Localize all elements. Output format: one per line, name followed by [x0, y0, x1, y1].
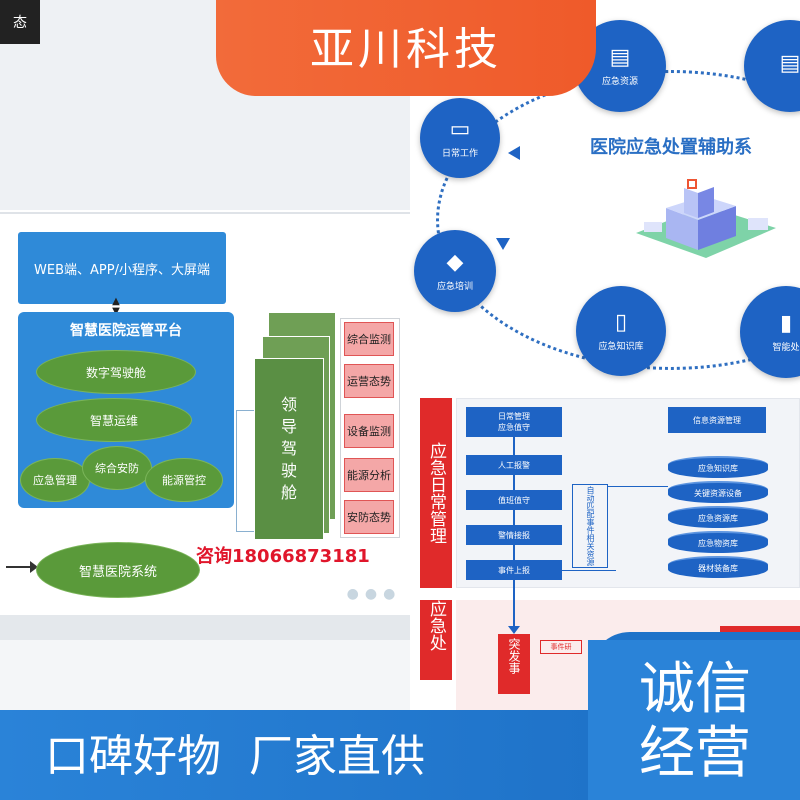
flow-step-manual-alarm: 人工报警: [466, 455, 562, 475]
circle-label-smart: 智能处: [772, 342, 800, 353]
graduation-cap-icon: ◆: [446, 249, 464, 275]
info-resource-header: 信息资源管理: [668, 407, 766, 433]
client-platform-bar: WEB端、APP/小程序、大屏端: [18, 232, 226, 304]
flow-header-line-1: 日常管理: [498, 412, 530, 421]
left-bottom-strip: [0, 615, 410, 640]
leader-cockpit: 领导驾驶舱: [254, 358, 324, 540]
event-research-tag: 事件研: [540, 640, 582, 654]
arrow-down-icon: [508, 626, 520, 634]
auto-match-box: 自动匹配事件相关资源: [572, 484, 608, 568]
pager-dots: ●●●: [346, 586, 402, 602]
triangle-down-icon: [496, 238, 510, 250]
db-resources: 应急资源库: [668, 506, 768, 528]
hospital-system: 智慧医院系统: [36, 542, 200, 598]
module-digital-cockpit: 数字驾驶舱: [36, 350, 196, 394]
consult-phone: 咨询18066873181: [196, 546, 370, 567]
circle-label-knowledge: 应急知识库: [598, 341, 644, 352]
db-supplies: 应急物资库: [668, 531, 768, 553]
book-icon: ▯: [614, 309, 628, 335]
label-device: 设备监测: [344, 414, 394, 448]
connector-line: [608, 486, 668, 487]
red-bar: [720, 626, 800, 636]
label-comprehensive: 综合监测: [344, 322, 394, 356]
connector-bracket: [236, 410, 255, 532]
circle-knowledge-base[interactable]: ▯ 应急知识库: [576, 286, 666, 376]
label-operation: 运营态势: [344, 364, 394, 398]
badge-line-1: 诚信: [639, 657, 751, 722]
brand-banner: [216, 0, 596, 96]
slogan-text: 口碑好物 厂家直供: [45, 731, 425, 782]
module-energy: 能源管控: [145, 458, 223, 502]
flow-header-line-2: 应急值守: [498, 423, 530, 432]
circle-label-training: 应急培训: [436, 281, 473, 292]
chart-icon: ▮: [779, 310, 793, 336]
label-security: 安防态势: [344, 500, 394, 534]
flow-header: 日常管理 应急值守: [466, 407, 562, 437]
badge-line-2: 经营: [639, 721, 751, 786]
flow-down-line: [513, 583, 515, 631]
module-emergency: 应急管理: [20, 458, 90, 502]
triangle-left-icon: [508, 146, 520, 160]
db-equipment: 器材装备库: [668, 556, 768, 578]
brand-title: 亚川科技: [310, 24, 502, 75]
arrow-right-icon: [30, 561, 38, 573]
flow-step-duty: 值班值守: [466, 490, 562, 510]
labels-frame: [340, 318, 400, 538]
left-divider: [0, 212, 410, 214]
monitor-icon: ▭: [449, 116, 471, 142]
flow-step-event-report: 事件上报: [466, 560, 562, 580]
circle-daily-work[interactable]: ▭ 日常工作: [420, 98, 500, 178]
double-arrow-icon: ▲▼: [112, 296, 120, 317]
leader-cockpit-label: 领导驾驶舱: [280, 395, 297, 502]
db-key-devices: 关键资源设备: [668, 481, 768, 503]
hospital-building-icon: [636, 179, 776, 258]
flow-line: [513, 437, 515, 583]
arrow-line: [6, 566, 36, 568]
module-security: 综合安防: [82, 446, 152, 490]
db-knowledge: 应急知识库: [668, 456, 768, 478]
module-smart-ops: 智慧运维: [36, 398, 192, 442]
emergency-system-title: 医院应急处置辅助系: [590, 137, 752, 158]
clipboard-icon: ▤: [779, 51, 800, 76]
flow-step-report-receive: 警情接报: [466, 525, 562, 545]
integrity-badge: 诚信 经营: [600, 652, 790, 792]
circle-label-resource: 应急资源: [601, 76, 638, 87]
circle-emergency-training[interactable]: ◆ 应急培训: [414, 230, 496, 312]
badge-background: [588, 640, 800, 800]
sudden-event-box: 突发事: [498, 634, 530, 694]
daily-management-band: 应急日常管理: [420, 398, 452, 588]
label-energy: 能源分析: [344, 458, 394, 492]
clipboard-icon: ▤: [609, 44, 631, 70]
platform-title: 智慧医院运管平台: [70, 323, 182, 339]
circle-label-daily: 日常工作: [441, 148, 478, 159]
corner-fragment: 态: [0, 0, 40, 44]
connector-line: [562, 570, 616, 571]
slogan-bar: [0, 710, 590, 800]
disposal-band: 应急处: [420, 600, 452, 680]
